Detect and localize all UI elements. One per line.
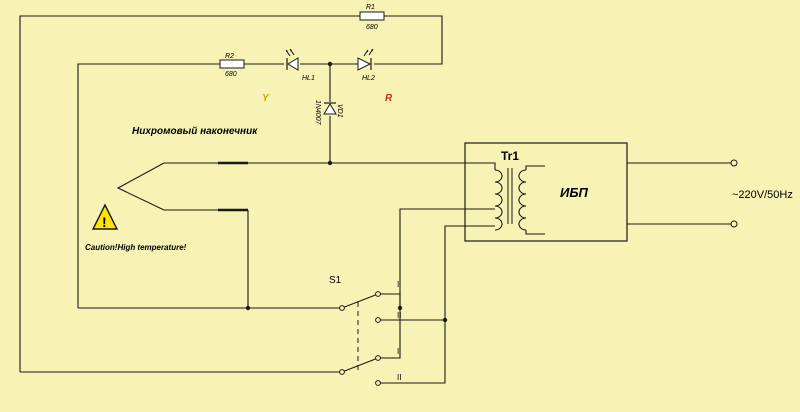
yellow-marker-label: Y [262,93,270,104]
vd1-part: 1N4007 [314,100,321,126]
resistor-r1: R1 680 [359,4,385,31]
ups-label: ИБП [560,185,589,200]
r2-ref: R2 [225,53,234,60]
warning-icon: ! [91,203,119,230]
resistor-r2: R2 680 [219,53,245,78]
junction-dot [327,160,333,166]
red-marker-label: R [385,93,393,104]
junction-dot [442,317,448,323]
mains-terminal [730,220,738,228]
junction-dot [397,305,403,311]
nichrome-tip [78,161,465,309]
r1-ref: R1 [366,4,375,11]
s1-pos-label: II [397,311,401,320]
transformer-winding-left [465,162,513,231]
r2-value: 680 [225,71,237,78]
outer-loop-wire [19,15,443,373]
s1-ref: S1 [329,275,342,286]
r1-value: 680 [366,24,378,31]
switch-s1: S1 I II I II [248,275,446,386]
s1-pos-label: I [397,347,399,356]
mains-output [627,159,738,228]
led-hl1: HL1 [285,48,315,82]
diode-vd1: 1N4007 VD1 [314,64,343,163]
led-hl2: HL2 [357,48,375,82]
nichrome-tip-caption: Нихромовый наконечник [132,126,258,137]
ups-box [464,142,628,242]
transformer-taps [399,208,495,320]
hl1-ref: HL1 [302,75,315,82]
vd1-ref: VD1 [336,104,343,118]
s1-pos-label: II [397,373,401,382]
s1-pos-label: I [397,280,399,289]
hl2-ref: HL2 [362,75,375,82]
mains-label: ~220V/50Hz [732,189,793,201]
caution-text: Caution!High temperature! [85,243,187,252]
mains-terminal [730,159,738,167]
transformer-winding-right [518,165,545,235]
transformer-ref: Tr1 [501,149,519,163]
caution-mark: ! [102,214,107,230]
